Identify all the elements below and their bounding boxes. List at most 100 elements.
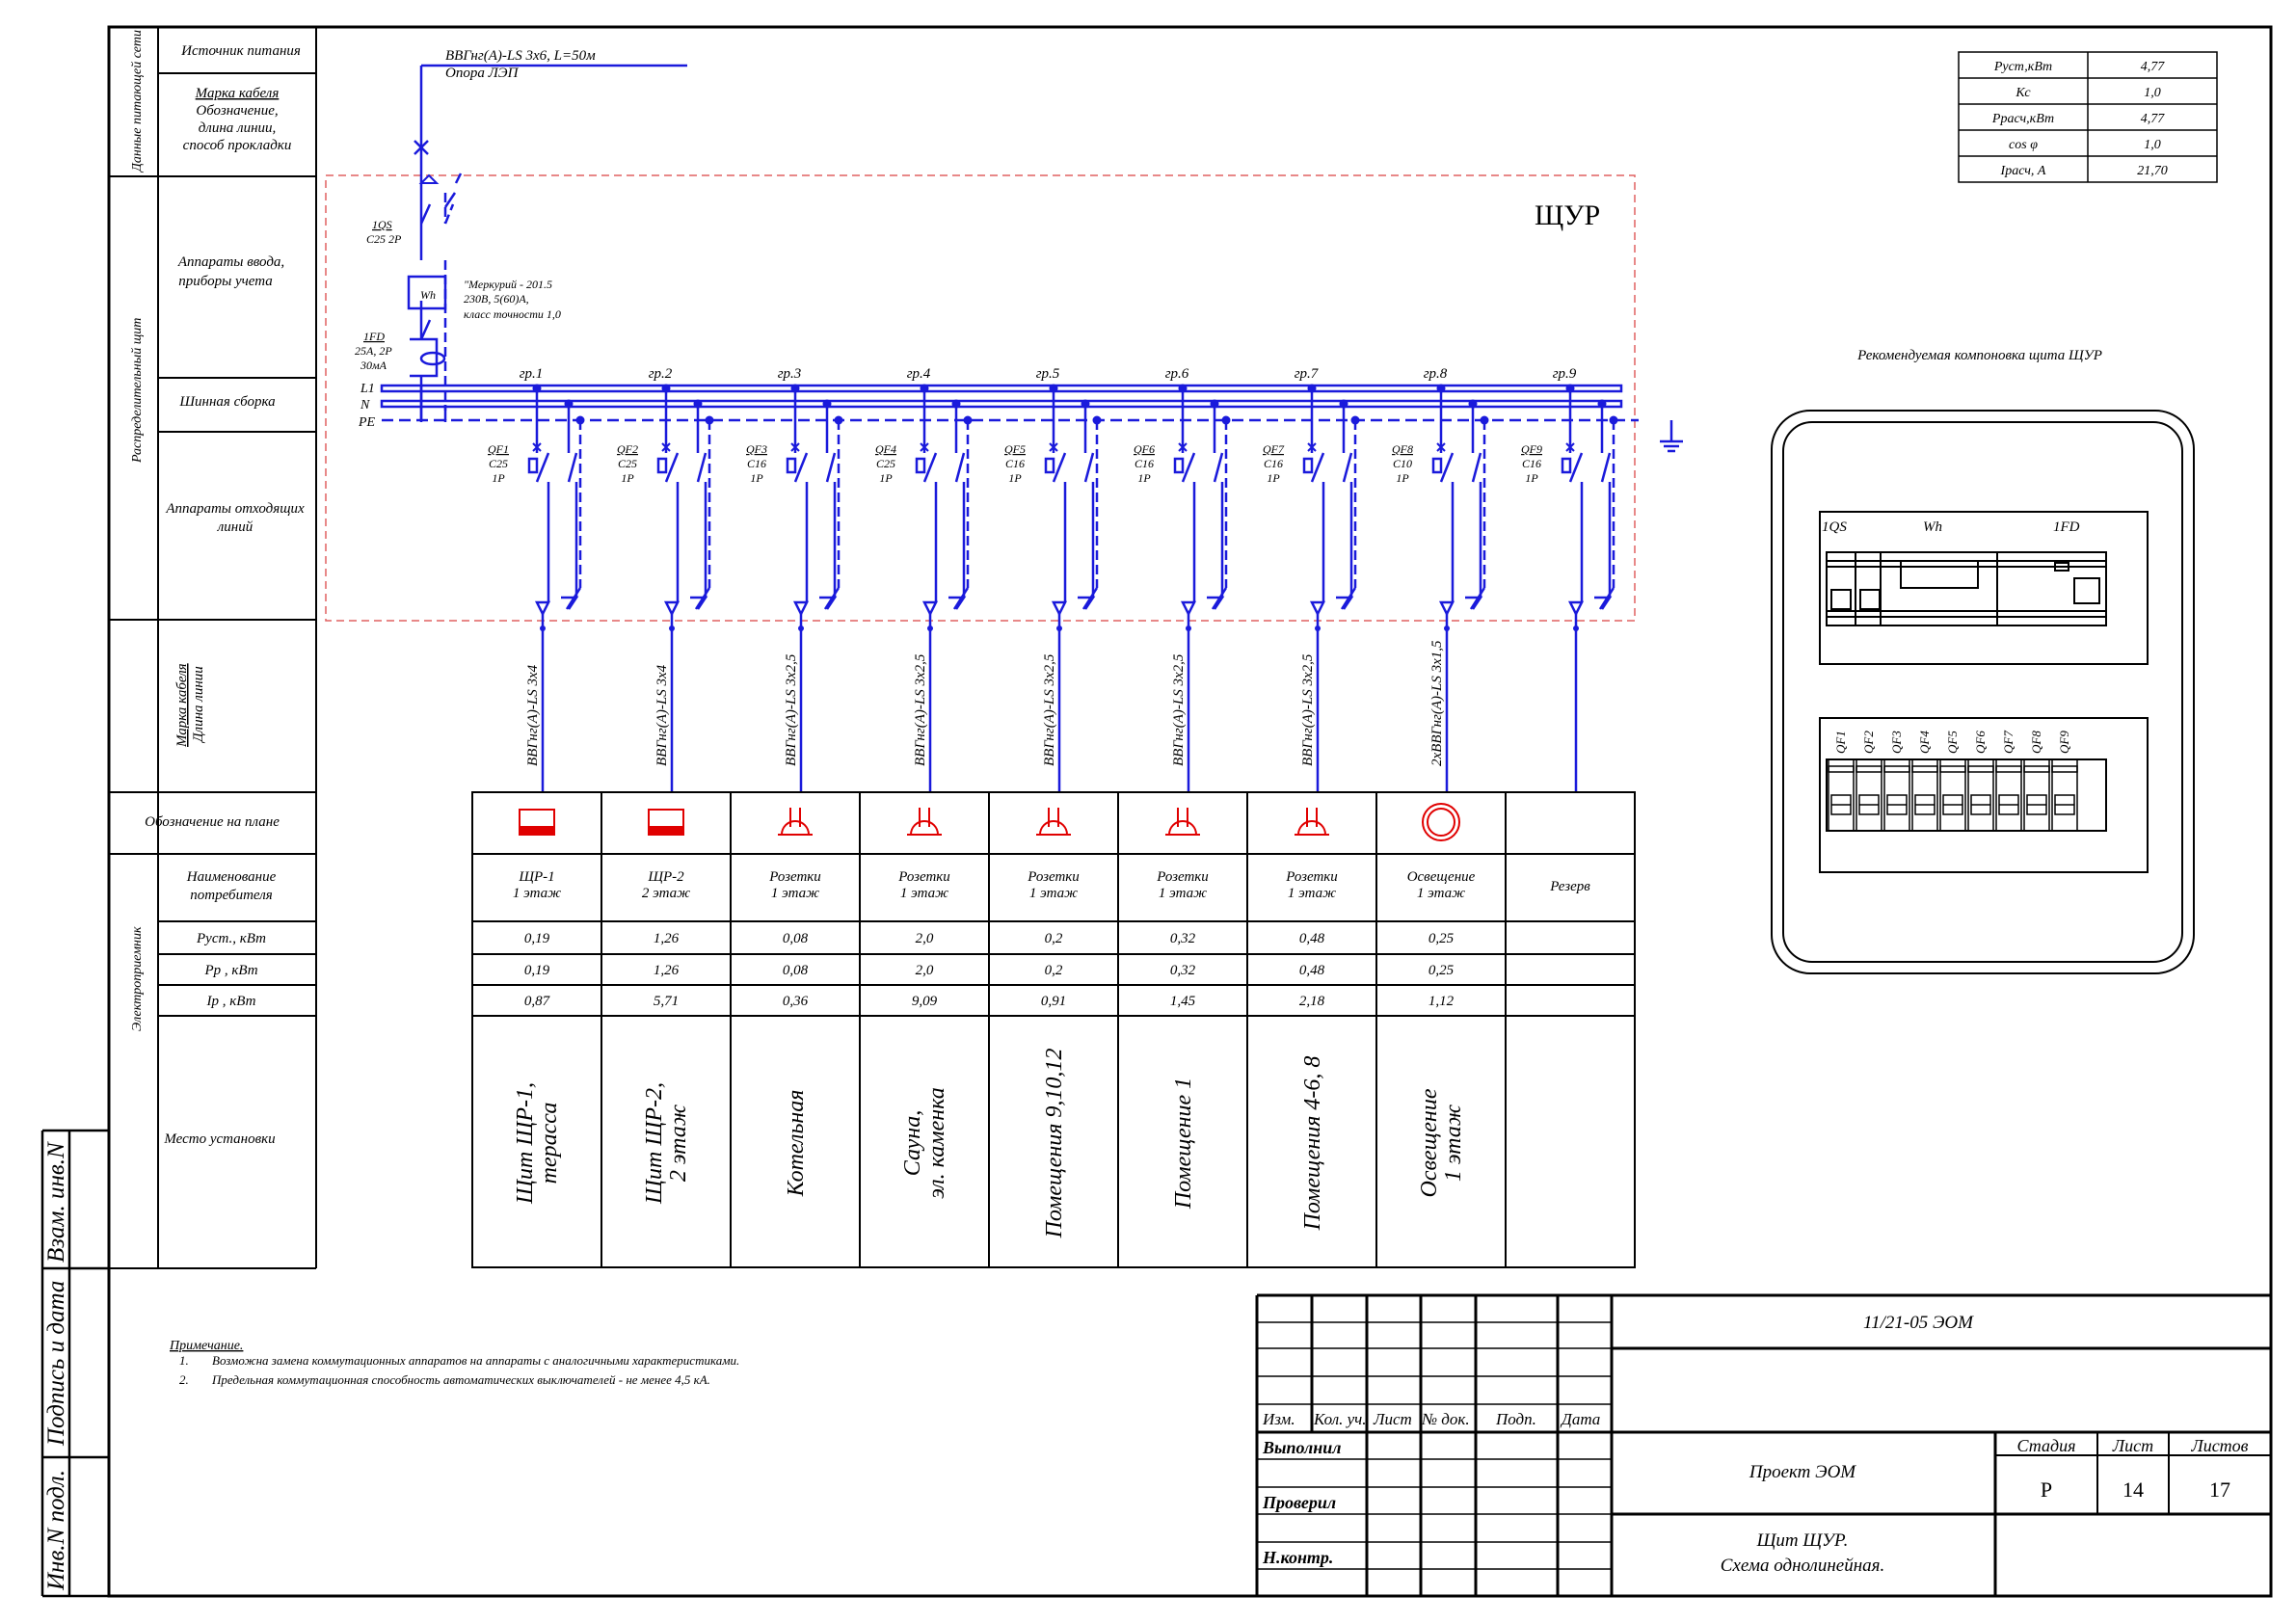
note-2-number: 2. [179, 1372, 189, 1387]
breaker-name: QF8 [1392, 442, 1413, 456]
consumer-name: Розетки [1285, 869, 1338, 885]
meter-info-1: "Меркурий - 201.5 [464, 278, 552, 291]
layout-breaker: QF8 [2023, 731, 2050, 832]
sheet-label: Лист [2112, 1436, 2153, 1455]
layout-breaker: QF6 [1967, 731, 1994, 832]
col-list: Лист [1373, 1410, 1412, 1428]
drawing-title-1: Щит ЩУР. [1756, 1530, 1849, 1551]
layout-breaker-label: QF7 [2001, 731, 2016, 754]
sheets-label: Листов [2191, 1436, 2249, 1455]
consumer-pr: 0,32 [1170, 963, 1196, 978]
consumer-pr: 0,48 [1299, 963, 1325, 978]
row-name-label: Наименование [186, 869, 277, 885]
layout-label-qs: 1QS [1822, 519, 1847, 535]
group-label: гр.6 [1165, 366, 1189, 382]
input-cable-label: ВВГнг(А)-LS 3х6, L=50м [445, 48, 596, 64]
col-kol: Кол. уч. [1313, 1410, 1367, 1428]
row-input-label: Аппараты ввода, [177, 254, 284, 270]
panel-symbol [648, 809, 684, 836]
layout-breaker: QF1 [1828, 731, 1855, 832]
consumer-name: Освещение [1407, 869, 1476, 885]
breaker-name: QF2 [617, 442, 638, 456]
consumer-floor: 1 этаж [1029, 886, 1078, 901]
consumer-name: Розетки [1156, 869, 1209, 885]
install-place: Котельная [784, 1090, 809, 1198]
row-cable-label-2: Обозначение, [196, 103, 278, 119]
row-line-label-2: Длина линии [191, 666, 206, 744]
qs-rating: C25 2P [366, 232, 402, 246]
breaker-rating: C25 [618, 457, 637, 470]
socket-symbol [907, 808, 942, 836]
breaker-rating: C16 [1135, 457, 1154, 470]
breaker-poles: 1P [1396, 471, 1409, 485]
install-place: Освещение [1417, 1088, 1442, 1197]
layout-breaker-label: QF9 [2057, 731, 2071, 754]
inv-label: Инв.N подл. [43, 1470, 69, 1591]
layout-label-fd: 1FD [2053, 519, 2080, 535]
socket-symbol [1165, 808, 1200, 836]
bus-bars [380, 384, 1683, 453]
fd-info-2: 30мА [360, 359, 387, 372]
cable-label: ВВГнг(А)-LS 3х2,5 [913, 653, 928, 766]
cable-label: ВВГнг(А)-LS 3х2,5 [1171, 653, 1187, 766]
consumer-name: Розетки [1027, 869, 1080, 885]
consumer-floor: 1 этаж [900, 886, 948, 901]
checked-label: Проверил [1262, 1493, 1336, 1512]
meter-symbol: Wh [420, 288, 436, 302]
panel-boundary [325, 174, 1636, 622]
param-value: 21,70 [2137, 164, 2168, 178]
group-label: гр.7 [1295, 366, 1320, 382]
consumer-floor: 1 этаж [1288, 886, 1336, 901]
group-label: гр.5 [1036, 366, 1060, 382]
note-2: Предельная коммутационная способность ав… [211, 1372, 710, 1387]
breaker-poles: 1P [621, 471, 634, 485]
socket-symbol [1295, 808, 1329, 836]
install-place-2: 2 этаж [666, 1104, 691, 1182]
row-bus-label: Шинная сборка [178, 394, 275, 410]
param-value: 4,77 [2141, 112, 2166, 126]
consumer-pr: 0,2 [1045, 963, 1063, 978]
socket-symbol [778, 808, 813, 836]
breaker-poles: 1P [492, 471, 505, 485]
install-place: Помещение 1 [1171, 1078, 1196, 1210]
breaker-poles: 1P [1525, 471, 1538, 485]
consumer-pr: 2,0 [916, 963, 934, 978]
breaker-rating: C16 [747, 457, 766, 470]
layout-breaker-label: QF1 [1833, 731, 1848, 754]
breaker-rating: C10 [1393, 457, 1412, 470]
param-label: cos φ [2009, 138, 2038, 152]
layout-breaker: QF5 [1939, 731, 1966, 832]
layout-breaker: QF7 [1995, 731, 2022, 832]
cable-label: ВВГнг(А)-LS 3х4 [525, 664, 541, 766]
fd-name: 1FD [363, 330, 385, 343]
consumer-pu: 1,26 [654, 931, 680, 946]
cable-label: ВВГнг(А)-LS 3х2,5 [784, 653, 799, 766]
breaker-name: QF6 [1134, 442, 1155, 456]
layout-breaker: QF4 [1911, 731, 1938, 832]
param-value: 1,0 [2144, 86, 2161, 100]
install-place: Помещения 9,10,12 [1042, 1049, 1067, 1239]
install-place: Щит ЩР-1, [513, 1082, 538, 1205]
breaker-rating: C16 [1264, 457, 1283, 470]
col-izm: Изм. [1262, 1410, 1295, 1428]
layout-enclosure [1771, 410, 2195, 974]
param-label: Ррасч,кВт [1991, 112, 2054, 126]
consumer-floor: 1 этаж [1159, 886, 1207, 901]
consumer-floor: 1 этаж [771, 886, 819, 901]
breaker-name: QF9 [1521, 442, 1542, 456]
param-label: Руст,кВт [1993, 60, 2052, 74]
breaker-name: QF4 [875, 442, 896, 456]
breaker-poles: 1P [1137, 471, 1151, 485]
bus-l1-label: L1 [360, 382, 375, 396]
bus-n-label: N [360, 398, 370, 412]
group-label: гр.3 [778, 366, 802, 382]
